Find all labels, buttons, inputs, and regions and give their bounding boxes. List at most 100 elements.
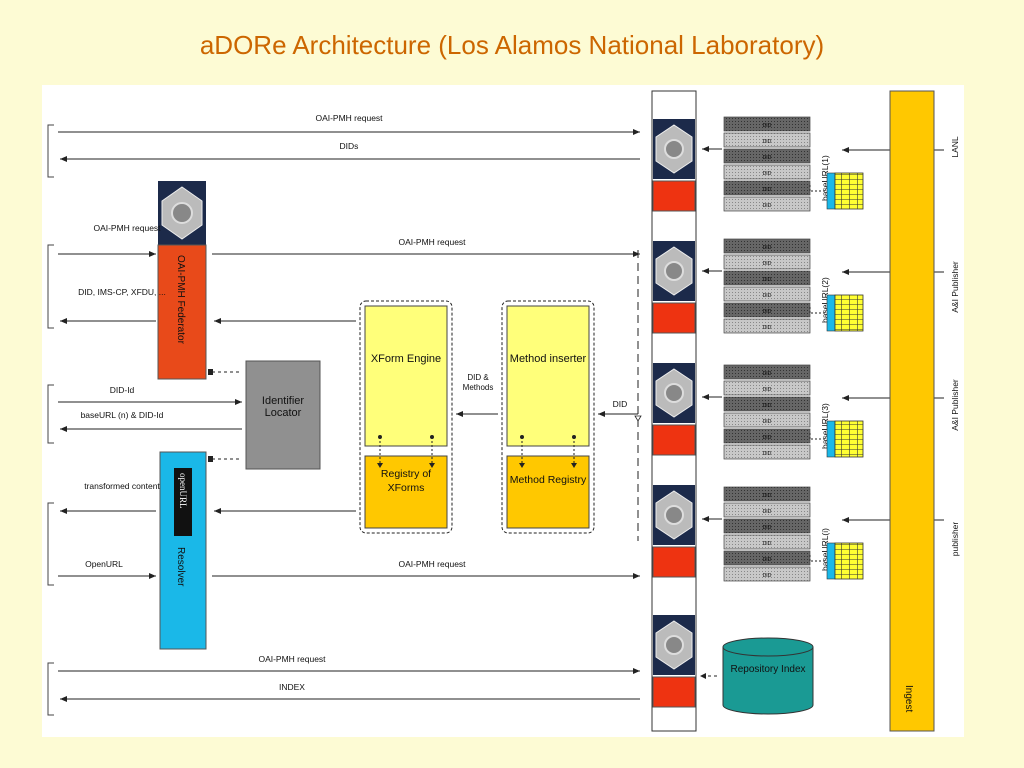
did-cell-label: DID bbox=[763, 451, 772, 457]
did-cell-label: DID bbox=[763, 309, 772, 315]
baseurl-did-label: baseURL (n) & DID-Id bbox=[81, 410, 164, 420]
xform-engine-box[interactable] bbox=[364, 305, 448, 447]
xform-registry-box[interactable] bbox=[364, 455, 448, 529]
baseurl-label: baseURL(3) bbox=[820, 403, 830, 449]
did-cell-label: DID bbox=[763, 403, 772, 409]
did-cell bbox=[723, 270, 811, 286]
did-cell bbox=[723, 396, 811, 412]
repository-group[interactable]: DID DID DID DID DID DID baseURL(3) bbox=[702, 364, 944, 460]
did-cell-label: DID bbox=[763, 419, 772, 425]
method-group bbox=[501, 300, 595, 534]
did-cell bbox=[723, 180, 811, 196]
did-cell bbox=[723, 302, 811, 318]
left-brackets bbox=[47, 124, 54, 716]
did-cell-label: DID bbox=[763, 155, 772, 161]
did-cell bbox=[723, 502, 811, 518]
baseurl-label: baseURL(2) bbox=[820, 277, 830, 323]
identifier-locator-box[interactable] bbox=[245, 360, 321, 470]
repository-groups: DIDDIDDIDDIDDIDDIDbaseURL(1)DIDDIDDIDDID… bbox=[702, 116, 944, 582]
bottom-request-label: OAI-PMH request bbox=[258, 654, 326, 664]
xform-group bbox=[359, 300, 453, 534]
did-cell-label: DID bbox=[763, 123, 772, 129]
did-cell-label: DID bbox=[763, 139, 772, 145]
did-cell-label: DID bbox=[763, 387, 772, 393]
did-cell bbox=[723, 412, 811, 428]
method-registry-box[interactable] bbox=[506, 455, 590, 529]
fed-response-label: DID, IMS-CP, XFDU, ... bbox=[78, 287, 166, 297]
did-cell-label: DID bbox=[763, 261, 772, 267]
did-cell bbox=[723, 380, 811, 396]
record-folder-icon bbox=[834, 542, 864, 580]
did-cell bbox=[723, 364, 811, 380]
repository-group[interactable]: DID DID DID DID DID DID baseURL(1) bbox=[702, 116, 944, 212]
record-folder-icon bbox=[834, 294, 864, 332]
fed-request-right-label: OAI-PMH request bbox=[398, 237, 466, 247]
resolver-request-label: OAI-PMH request bbox=[398, 559, 466, 569]
did-cell bbox=[723, 254, 811, 270]
did-cell-label: DID bbox=[763, 557, 772, 563]
architecture-diagram: OAI-PMH request DIDs OAI-PMH Federator O… bbox=[42, 85, 964, 737]
openurl-label: OpenURL bbox=[85, 559, 123, 569]
method-inserter-label: Method inserter bbox=[509, 353, 587, 365]
repository-red-block bbox=[652, 302, 696, 334]
resolver-box[interactable]: openURL Resolver bbox=[159, 451, 207, 650]
repository-server-icon[interactable] bbox=[652, 615, 696, 708]
page-title: aDORe Architecture (Los Alamos National … bbox=[199, 30, 825, 60]
federator-box[interactable]: OAI-PMH Federator bbox=[157, 181, 207, 380]
top-response-label: DIDs bbox=[340, 141, 359, 151]
did-cell bbox=[723, 238, 811, 254]
did-cell-label: DID bbox=[763, 187, 772, 193]
method-inserter-box[interactable] bbox=[506, 305, 590, 447]
did-methods-label: DID & Methods bbox=[462, 373, 494, 392]
method-registry-label: Method Registry bbox=[509, 474, 587, 486]
baseurl-label: baseURL(1) bbox=[820, 155, 830, 201]
source-label: A&I Publisher bbox=[950, 261, 960, 313]
did-cell-label: DID bbox=[763, 277, 772, 283]
did-cell bbox=[723, 318, 811, 334]
identifier-locator-label: Identifier Locator bbox=[261, 395, 305, 419]
record-folder-icon bbox=[834, 172, 864, 210]
federator-label: OAI-PMH Federator bbox=[175, 255, 186, 345]
fed-request-left-label: OAI-PMH request bbox=[93, 223, 161, 233]
did-cell-label: DID bbox=[763, 293, 772, 299]
did-cell-label: DID bbox=[763, 493, 772, 499]
did-cell bbox=[723, 286, 811, 302]
did-cell bbox=[723, 428, 811, 444]
did-id-label: DID-Id bbox=[110, 385, 135, 395]
repository-server-icon[interactable] bbox=[652, 241, 696, 334]
did-cell-label: DID bbox=[763, 435, 772, 441]
source-label: LANL bbox=[950, 136, 960, 158]
repository-red-block bbox=[652, 676, 696, 708]
repository-server-icon[interactable] bbox=[652, 119, 696, 212]
did-cell bbox=[723, 444, 811, 460]
ingest-bar[interactable] bbox=[889, 90, 935, 732]
bottom-response-label: INDEX bbox=[279, 682, 305, 692]
openurl-badge bbox=[174, 468, 192, 536]
source-label: A&I Publisher bbox=[950, 379, 960, 431]
resolver-label: Resolver bbox=[175, 547, 186, 587]
record-folder-icon bbox=[834, 420, 864, 458]
did-cell bbox=[723, 566, 811, 582]
transformed-label: transformed content bbox=[84, 481, 160, 491]
source-label: publisher bbox=[950, 522, 960, 557]
did-cell bbox=[723, 132, 811, 148]
repository-server-icon[interactable] bbox=[652, 485, 696, 578]
did-cell-label: DID bbox=[763, 203, 772, 209]
did-cell bbox=[723, 164, 811, 180]
did-cell bbox=[723, 486, 811, 502]
repository-server-icon bbox=[161, 186, 203, 240]
repository-red-block bbox=[652, 546, 696, 578]
repository-index-label: Repository Index bbox=[730, 664, 806, 675]
repository-server-icon[interactable] bbox=[652, 363, 696, 456]
did-cell-label: DID bbox=[763, 371, 772, 377]
did-cell bbox=[723, 116, 811, 132]
did-cell bbox=[723, 196, 811, 212]
repository-index[interactable]: Repository Index bbox=[722, 637, 814, 715]
repository-red-block bbox=[652, 424, 696, 456]
xform-engine-label: XForm Engine bbox=[370, 353, 442, 365]
did-cell-label: DID bbox=[763, 525, 772, 531]
did-cell bbox=[723, 518, 811, 534]
did-cell-label: DID bbox=[763, 171, 772, 177]
